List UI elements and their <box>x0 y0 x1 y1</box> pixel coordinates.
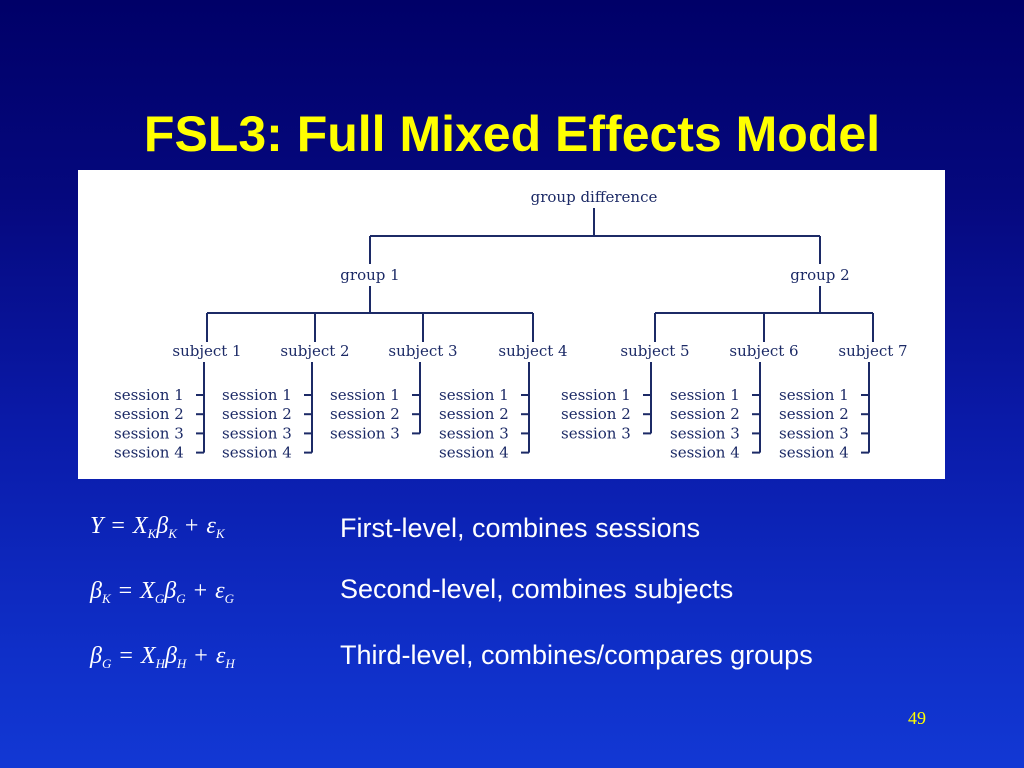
desc-first-level: First-level, combines sessions <box>340 513 701 543</box>
eq3-beta: β <box>164 643 177 669</box>
slide-title: FSL3: Full Mixed Effects Model <box>143 106 881 162</box>
hierarchy-diagram: group difference group 1 subject 1 session … <box>78 170 945 479</box>
root-node-label: group difference <box>531 188 658 206</box>
session-label: session 4 <box>779 444 849 462</box>
desc-second-level: Second-level, combines subjects <box>340 574 734 604</box>
eq3-epsilon: ε <box>215 643 226 669</box>
subject-node-label: subject 2 <box>280 342 349 360</box>
session-label: session 2 <box>330 405 400 423</box>
plus-sign: + <box>184 513 199 539</box>
session-label: session 2 <box>670 405 740 423</box>
desc-third-level: Third-level, combines/compares groups <box>340 640 813 670</box>
equation-second-level: βK=XGβG+εG <box>90 578 330 618</box>
session-label: session 2 <box>779 405 849 423</box>
session-label: session 1 <box>779 386 849 404</box>
eq3-beta-sub: H <box>176 656 187 671</box>
page-number: 49 <box>908 708 926 728</box>
eq3-x-sub: H <box>155 656 165 671</box>
session-label: session 4 <box>114 444 184 462</box>
eq3-lhs: β <box>90 643 102 669</box>
session-label: session 3 <box>114 424 184 442</box>
eq1-x: X <box>132 513 148 539</box>
equals-sign: = <box>111 513 125 539</box>
plus-sign: + <box>193 578 208 604</box>
hierarchy-tree: group difference group 1 subject 1 session … <box>114 188 908 462</box>
session-label: session 2 <box>561 405 631 423</box>
eq2-lhs-sub: K <box>101 591 111 606</box>
session-label: session 1 <box>561 386 631 404</box>
eq1-epsilon: ε <box>206 513 216 539</box>
eq2-x-sub: G <box>154 591 165 606</box>
eq3-lhs-sub: G <box>101 656 112 671</box>
session-label: session 4 <box>222 444 292 462</box>
subject-node-label: subject 6 <box>729 342 798 360</box>
subject-node-label: subject 7 <box>838 342 907 360</box>
session-label: session 3 <box>439 424 509 442</box>
eq1-lhs: Y <box>90 513 104 539</box>
equals-sign: = <box>119 643 133 669</box>
session-label: session 1 <box>330 386 400 404</box>
eq2-beta-sub: G <box>176 591 186 606</box>
session-label: session 2 <box>114 405 184 423</box>
group-node-label: group 2 <box>790 266 849 284</box>
session-label: session 1 <box>114 386 184 404</box>
eq3-eps-sub: H <box>225 656 235 671</box>
session-label: session 1 <box>222 386 292 404</box>
session-label: session 3 <box>222 424 292 442</box>
eq3-x: X <box>140 643 156 669</box>
session-label: session 3 <box>561 424 631 442</box>
subject-node-label: subject 1 <box>172 342 241 360</box>
session-label: session 2 <box>439 405 509 423</box>
subject-node-label: subject 3 <box>388 342 457 360</box>
equation-first-level: Y=XKβK+εK <box>90 513 330 553</box>
eq1-beta-sub: K <box>168 526 177 541</box>
session-label: session 1 <box>439 386 509 404</box>
equals-sign: = <box>118 578 133 604</box>
eq2-eps-sub: G <box>224 591 234 606</box>
subject-node-label: subject 4 <box>498 342 567 360</box>
plus-sign: + <box>194 643 208 669</box>
eq2-epsilon: ε <box>215 578 225 604</box>
eq1-eps-sub: K <box>215 526 225 541</box>
session-label: session 3 <box>670 424 740 442</box>
equation-third-level: βG=XHβH+εH <box>90 643 330 683</box>
eq2-beta: β <box>164 578 177 604</box>
eq2-x: X <box>140 578 155 604</box>
subject-node-label: subject 5 <box>620 342 689 360</box>
eq1-beta: β <box>156 513 169 539</box>
eq2-lhs: β <box>90 578 102 604</box>
session-label: session 3 <box>779 424 849 442</box>
session-label: session 4 <box>670 444 740 462</box>
group-node-label: group 1 <box>340 266 399 284</box>
session-label: session 1 <box>670 386 740 404</box>
session-label: session 2 <box>222 405 292 423</box>
eq1-x-sub: K <box>147 526 157 541</box>
session-label: session 4 <box>439 444 509 462</box>
session-label: session 3 <box>330 424 400 442</box>
